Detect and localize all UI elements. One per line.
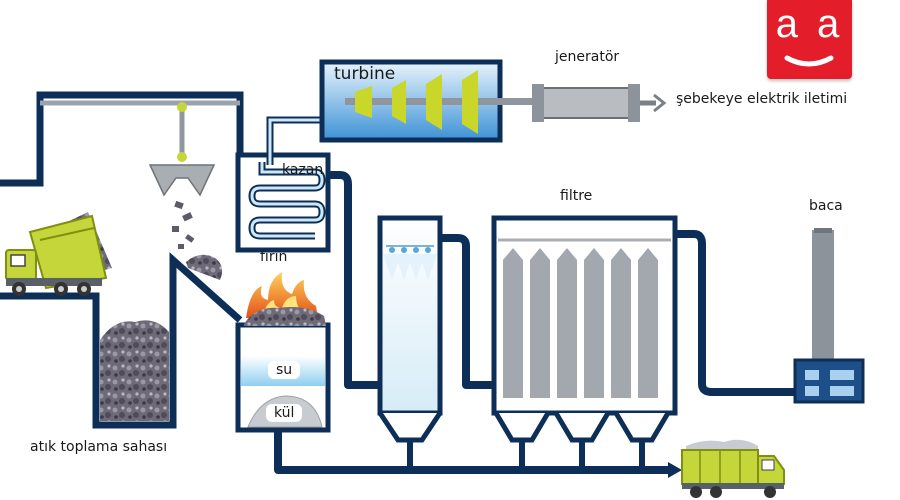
label-chimney: baca [809, 198, 843, 214]
brand-logo: a a [767, 0, 852, 79]
waste-bunker [0, 91, 244, 429]
label-generator: jeneratör [555, 49, 620, 65]
crane-rail [40, 100, 240, 162]
waste-pile-feed [186, 254, 223, 280]
turbine-blades [355, 70, 478, 134]
generator [532, 84, 667, 122]
dump-truck [5, 212, 112, 296]
waste-pile-bunker [100, 320, 169, 421]
label-grid: şebekeye elektrik iletimi [676, 91, 848, 107]
ash-outlet-arrow [668, 462, 682, 478]
smile-icon [784, 55, 834, 67]
label-water: su [268, 361, 301, 379]
chimney [793, 228, 865, 404]
turbine-shaft [345, 98, 540, 105]
label-turbine: turbine [334, 64, 396, 84]
ash-truck [681, 439, 785, 498]
crane-grab [148, 164, 216, 197]
falling-waste [172, 200, 195, 249]
label-filter: filtre [560, 188, 593, 204]
scrubber [377, 215, 443, 470]
steam-pipe [266, 116, 330, 165]
grate-waste [244, 307, 326, 326]
label-collection-area: atık toplama sahası [30, 439, 168, 455]
flue-ducts [274, 171, 795, 474]
label-ash: kül [266, 404, 303, 422]
boiler [235, 152, 331, 253]
label-furnace: fırın [260, 249, 288, 265]
bag-filter [491, 215, 678, 470]
logo-letters: a a [775, 2, 844, 46]
label-boiler: kazan [282, 162, 324, 178]
